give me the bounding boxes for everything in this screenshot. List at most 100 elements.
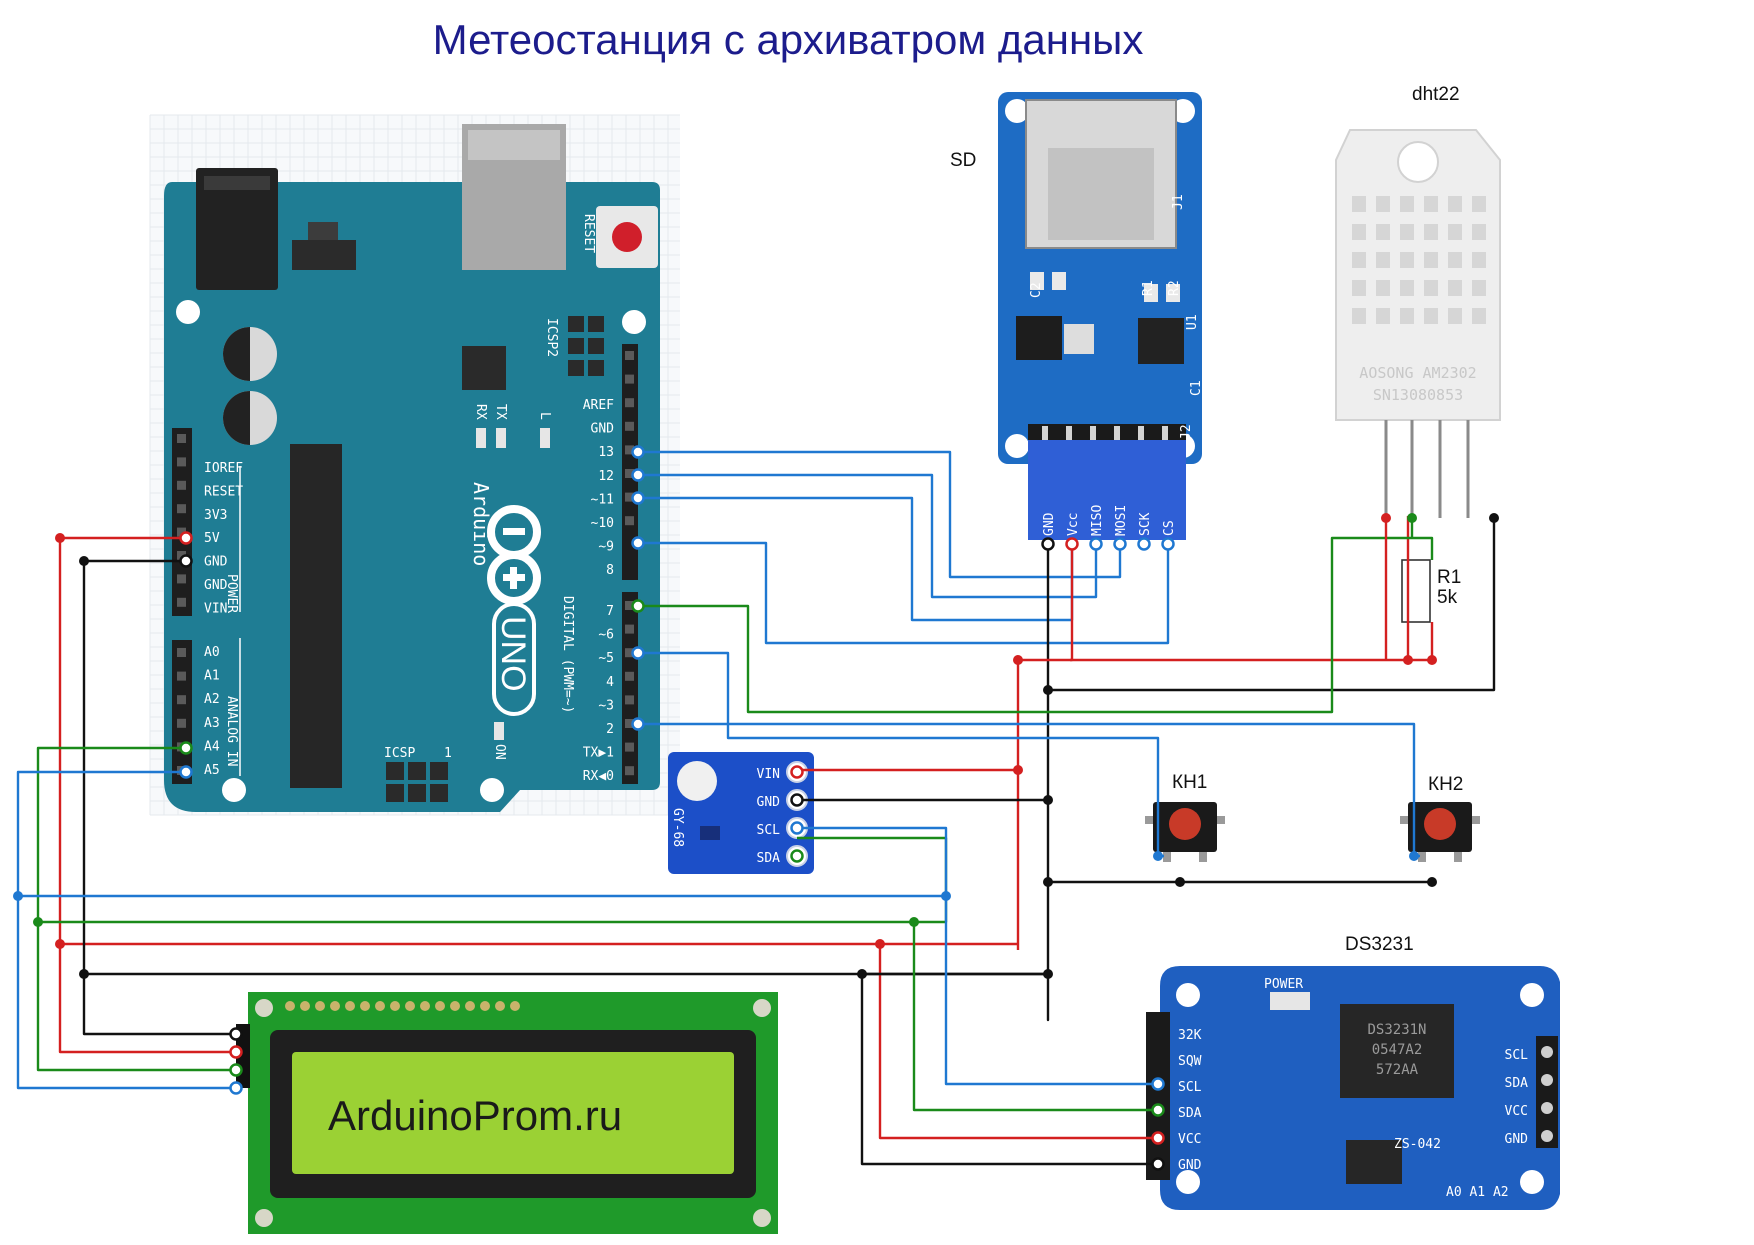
pin-hole: [625, 516, 634, 526]
ds3231-right-pin-label: SCL: [1505, 1048, 1529, 1063]
on-led: [494, 722, 504, 740]
dht22-grille-slot: [1448, 196, 1462, 212]
resistor-name: R1: [1437, 567, 1461, 588]
wire-d13-sck: [638, 450, 1122, 579]
pin-connection: [631, 717, 645, 731]
power-pin-label: IOREF: [204, 461, 243, 476]
button-cap-2[interactable]: [1424, 808, 1456, 840]
sd-header-pin: [1042, 426, 1048, 440]
pin-hole: [177, 504, 186, 514]
pin-connection: [179, 765, 193, 779]
dht22-grille-slot: [1448, 280, 1462, 296]
analog-pin-label: A1: [204, 669, 220, 684]
digital-pin-label: ~3: [598, 698, 614, 713]
wire-5v-lcd: [58, 536, 236, 1054]
power-pin-label: VIN: [204, 601, 227, 616]
dht22-grille-slot: [1472, 308, 1486, 324]
sd-cap-1: [1030, 272, 1044, 290]
pin-hole: [177, 480, 186, 490]
arduino-logo: [487, 505, 541, 605]
power-header: [172, 428, 192, 616]
pin-hole: [177, 671, 186, 681]
wire-sda-lcd: [36, 922, 236, 1072]
sd-level-shifter-chip: [1138, 318, 1184, 364]
button-label: КН2: [1428, 774, 1463, 795]
pin-connection: [179, 741, 193, 755]
icsp-header: [386, 762, 448, 802]
digital-pin-label: GND: [591, 422, 615, 437]
pin-connection: [229, 1027, 243, 1041]
wire-5v-ds3231: [878, 944, 1158, 1140]
lcd-top-pin: [285, 1001, 295, 1011]
reset-button[interactable]: [612, 222, 642, 252]
ds3231-left-pin-label: SDA: [1178, 1106, 1202, 1121]
button-leg: [1199, 852, 1207, 862]
wire-d9-cs: [638, 541, 1170, 645]
connection-dot: [1409, 851, 1419, 861]
dht22-grille-slot: [1400, 252, 1414, 268]
tx-led: [476, 428, 486, 448]
connection-dot: [1175, 877, 1185, 887]
connection-dot: [909, 917, 919, 927]
sd-header-pin: [1162, 426, 1168, 440]
dht22-grille-slot: [1376, 224, 1390, 240]
ds3231-left-pin-label: VCC: [1178, 1132, 1201, 1147]
dht22-grille-slot: [1424, 196, 1438, 212]
pin-hole: [625, 374, 634, 384]
connection-dot: [1043, 877, 1053, 887]
sd-silk-label: J2: [1179, 424, 1194, 440]
icsp2-pin: [588, 316, 604, 332]
dht22-label: dht22: [1412, 84, 1460, 105]
power-jack-top: [204, 176, 270, 190]
ds3231-right-pin-label: VCC: [1505, 1104, 1528, 1119]
sd-pin-label: CS: [1162, 520, 1177, 536]
lcd-hole-2: [753, 999, 771, 1017]
icsp-pin: [430, 762, 448, 780]
connection-dot: [1427, 655, 1437, 665]
button-leg: [1163, 852, 1171, 862]
pin-connection: [790, 821, 804, 835]
analog-pin-label: A4: [204, 739, 220, 754]
sd-connector-area: [1028, 440, 1186, 540]
capacitor-1-stripe: [223, 327, 250, 381]
sd-hole-3: [1005, 434, 1029, 458]
connection-dot: [1013, 765, 1023, 775]
button-label: КН1: [1172, 772, 1207, 793]
analog-pin-label: A2: [204, 692, 220, 707]
pin-connection: [631, 468, 645, 482]
sd-header-pin: [1114, 426, 1120, 440]
wire-a4-sda-gy68: [36, 746, 948, 924]
dht22-grille-slot: [1400, 308, 1414, 324]
digital-header-bottom: [622, 592, 638, 784]
analog-pin-label: A3: [204, 716, 220, 731]
digital-pin-label: TX▶1: [583, 746, 614, 761]
button-leg: [1400, 816, 1408, 824]
lcd-top-pin: [480, 1001, 490, 1011]
lcd-top-pin: [300, 1001, 310, 1011]
dht22-grille-slot: [1352, 224, 1366, 240]
capacitor-2-stripe: [223, 391, 250, 445]
connection-dots: [13, 445, 1499, 1171]
pin-hole: [177, 551, 186, 560]
connection-dot: [1403, 655, 1413, 665]
dht22-legs: [1384, 420, 1470, 518]
lcd-top-pin: [450, 1001, 460, 1011]
dht22-grille-slot: [1400, 280, 1414, 296]
connection-dot: [55, 533, 65, 543]
button-cap-1[interactable]: [1169, 808, 1201, 840]
button-leg: [1454, 852, 1462, 862]
wire-gnd-dht: [1048, 518, 1496, 692]
gy68-mount-hole: [677, 761, 717, 801]
digital-pin-label: 7: [606, 604, 614, 619]
dht22-grille-slot: [1472, 224, 1486, 240]
pin-hole: [625, 469, 634, 478]
on-label: ON: [492, 744, 507, 760]
pin-connection: [631, 491, 645, 505]
dht22-grille-slot: [1352, 196, 1366, 212]
dht22-grille-slot: [1424, 252, 1438, 268]
